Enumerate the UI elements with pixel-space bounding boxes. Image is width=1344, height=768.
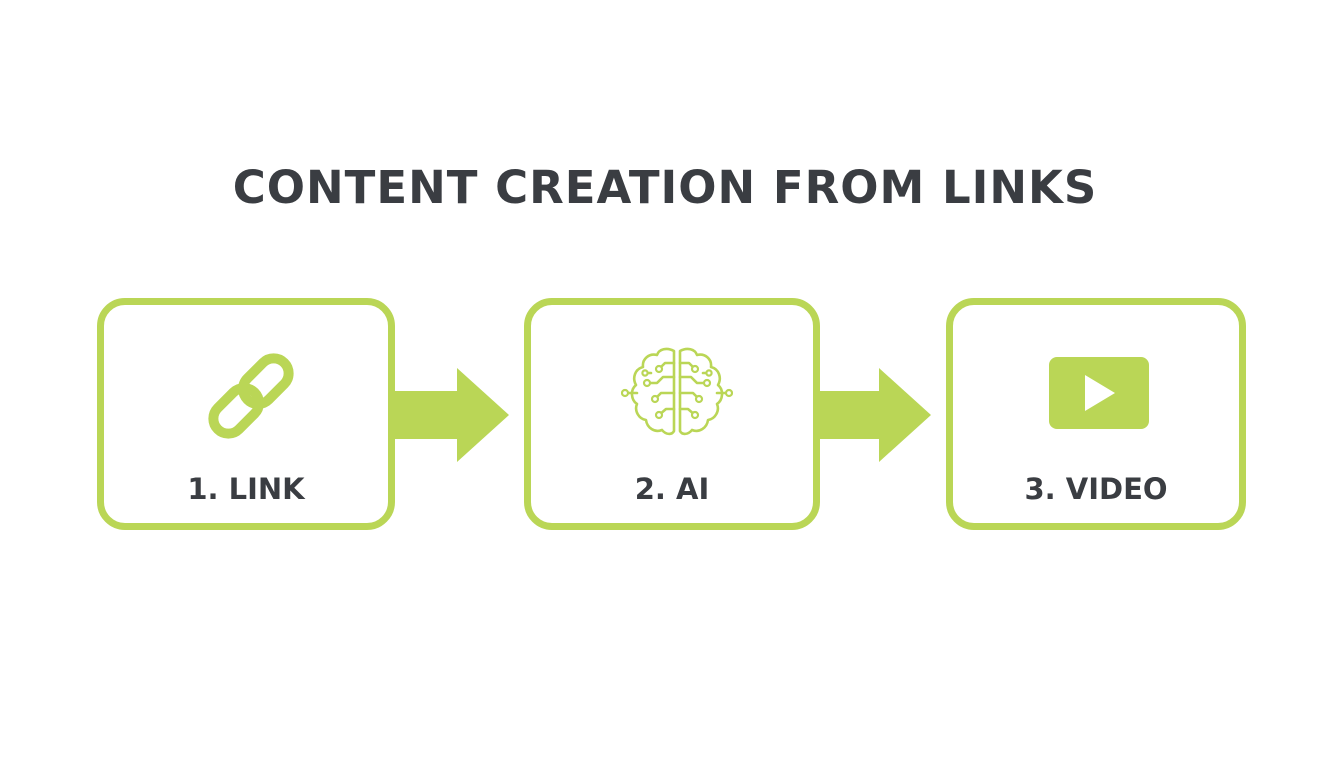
video-play-icon [1049,357,1149,429]
step-box-video: 3. VIDEO [946,298,1246,530]
step-box-ai: 2. AI [524,298,820,530]
step-box-link: 1. LINK [97,298,395,530]
brain-circuit-icon [621,347,733,436]
diagram-title: CONTENT CREATION FROM LINKS [232,161,1098,214]
step-label-video: 3. VIDEO [1024,472,1168,506]
step-label-ai: 2. AI [634,472,710,506]
step-label-link: 1. LINK [187,472,305,506]
chain-link-icon [208,353,294,439]
arrow-right-icon [395,368,509,462]
arrow-right-icon [817,368,931,462]
